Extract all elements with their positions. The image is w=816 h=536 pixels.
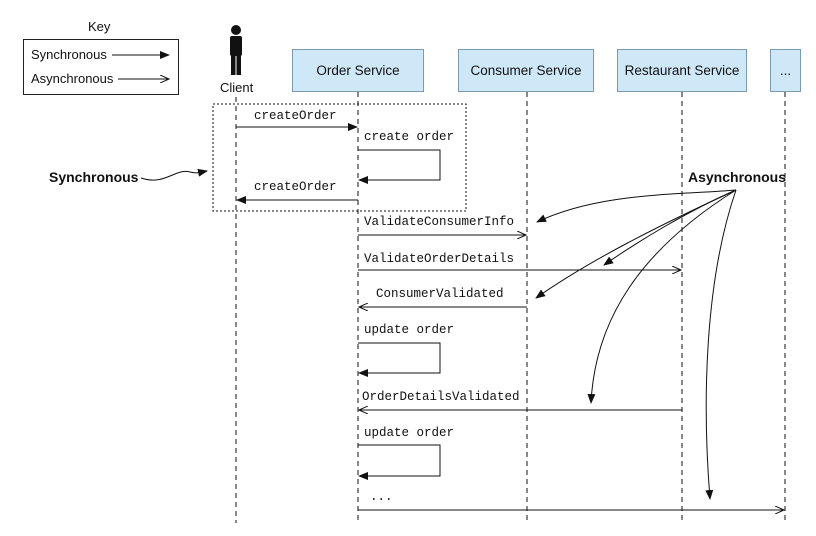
msg-create-order-request: createOrder	[254, 109, 337, 123]
key-asynchronous-label: Asynchronous	[31, 71, 114, 86]
update-order-self-arrow-1	[358, 342, 441, 377]
msg-validate-consumer-info: ValidateConsumerInfo	[364, 215, 515, 229]
synchronous-callout: Synchronous	[49, 169, 139, 185]
key-title: Key	[88, 19, 111, 34]
restaurant-service-box: Restaurant Service	[617, 49, 747, 92]
order-service-box: Order Service	[292, 49, 424, 92]
more-services-box: ...	[770, 49, 801, 92]
asynchronous-callout: Asynchronous	[688, 169, 787, 185]
update-order-self-arrow-2	[358, 444, 441, 480]
consumer-service-box: Consumer Service	[458, 49, 594, 92]
client-actor-icon	[230, 25, 242, 75]
msg-update-order-1: update order	[364, 323, 455, 337]
key-legend-box: Synchronous Asynchronous	[23, 39, 179, 95]
msg-more: ...	[370, 490, 393, 504]
msg-validate-order-details: ValidateOrderDetails	[364, 252, 515, 266]
key-synchronous-label: Synchronous	[31, 47, 107, 62]
msg-create-order-self: create order	[364, 130, 455, 144]
msg-order-details-validated: OrderDetailsValidated	[362, 390, 520, 404]
msg-consumer-validated: ConsumerValidated	[376, 287, 504, 301]
client-label: Client	[220, 80, 254, 95]
synchronous-frame	[212, 103, 467, 212]
create-order-self-arrow	[358, 149, 441, 184]
msg-update-order-2: update order	[364, 426, 455, 440]
msg-create-order-response: createOrder	[254, 180, 337, 194]
synchronous-callout-pointer	[140, 168, 208, 181]
asynchronous-callout-pointers	[535, 189, 737, 500]
